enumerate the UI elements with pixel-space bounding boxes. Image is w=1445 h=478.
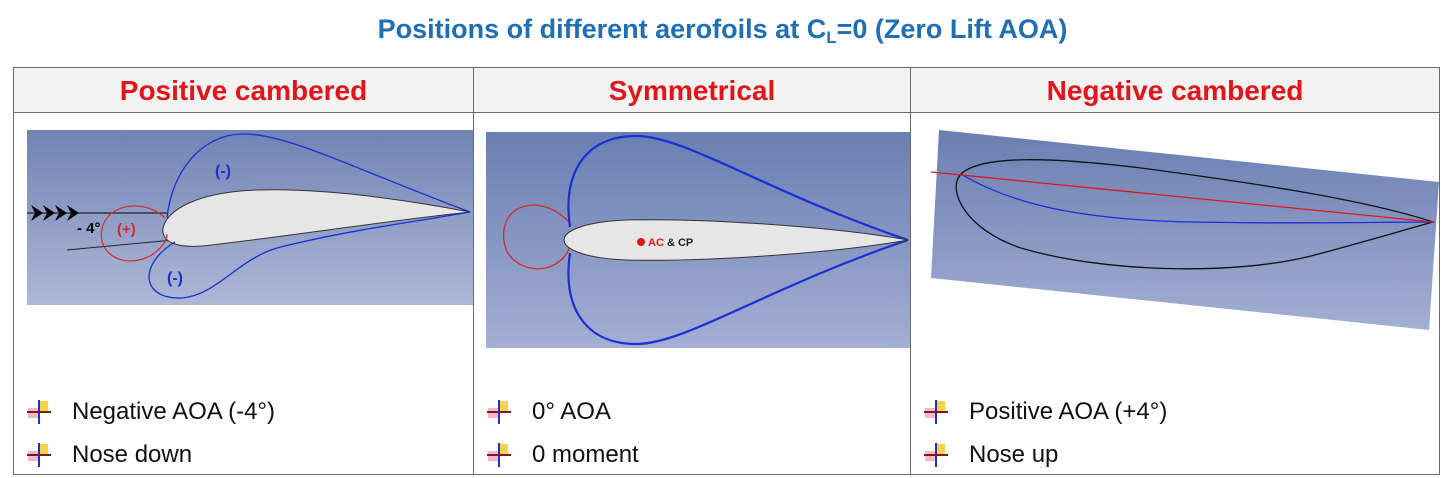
colored-cross-bullet-icon <box>923 442 949 468</box>
heading-positive-cambered: Positive cambered <box>14 68 473 113</box>
ac-cp-label: AC & CP <box>648 237 693 249</box>
positive-pressure-lobe <box>100 205 168 262</box>
lower-pressure-lobe <box>148 211 471 299</box>
minus-top-label: (-) <box>215 163 231 180</box>
colored-cross-bullet-icon <box>486 399 512 425</box>
lower-pressure-lobe <box>567 238 909 346</box>
negative-cambered-airfoil-figure <box>931 130 1439 330</box>
list-item: 0 moment <box>486 433 639 476</box>
flow-arrows-icon <box>31 205 79 221</box>
list-item: Negative AOA (-4°) <box>26 390 275 433</box>
heading-symmetrical: Symmetrical <box>474 68 910 113</box>
ac-cp-marker-icon <box>637 238 645 246</box>
comparison-table: Positive cambered <box>13 67 1440 475</box>
plus-label: (+) <box>117 221 136 238</box>
upper-pressure-lobe <box>567 134 909 242</box>
colored-cross-bullet-icon <box>486 442 512 468</box>
camber-line <box>960 173 1434 224</box>
positive-cambered-bullets: Negative AOA (-4°) Nose down <box>26 390 275 476</box>
colored-cross-bullet-icon <box>26 399 52 425</box>
angle-label: - 4° <box>77 220 101 237</box>
column-negative-cambered: Negative cambered Positive AOA (+4°) <box>910 68 1439 474</box>
upper-pressure-lobe <box>166 133 471 219</box>
airfoil-shape <box>162 189 471 247</box>
page-title: Positions of different aerofoils at CL=0… <box>377 14 1068 47</box>
negative-cambered-bullets: Positive AOA (+4°) Nose up <box>923 390 1167 476</box>
airfoil-shape <box>955 159 1436 270</box>
list-item: Nose down <box>26 433 275 476</box>
chord-line <box>931 171 1434 223</box>
colored-cross-bullet-icon <box>26 442 52 468</box>
list-item: 0° AOA <box>486 390 639 433</box>
heading-negative-cambered: Negative cambered <box>911 68 1439 113</box>
column-positive-cambered: Positive cambered <box>14 68 474 476</box>
list-item: Positive AOA (+4°) <box>923 390 1167 433</box>
column-symmetrical: Symmetrical AC & CP 0° AOA <box>473 68 910 474</box>
positive-cambered-airfoil-figure: - 4° (+) (-) (-) <box>27 130 474 305</box>
list-item: Nose up <box>923 433 1167 476</box>
symmetrical-airfoil-figure: AC & CP <box>486 132 910 348</box>
minus-bottom-label: (-) <box>167 270 183 287</box>
positive-pressure-lobe <box>503 204 570 270</box>
colored-cross-bullet-icon <box>923 399 949 425</box>
symmetrical-bullets: 0° AOA 0 moment <box>486 390 639 476</box>
airfoil-shape <box>563 219 909 261</box>
figure-background <box>931 130 1439 330</box>
